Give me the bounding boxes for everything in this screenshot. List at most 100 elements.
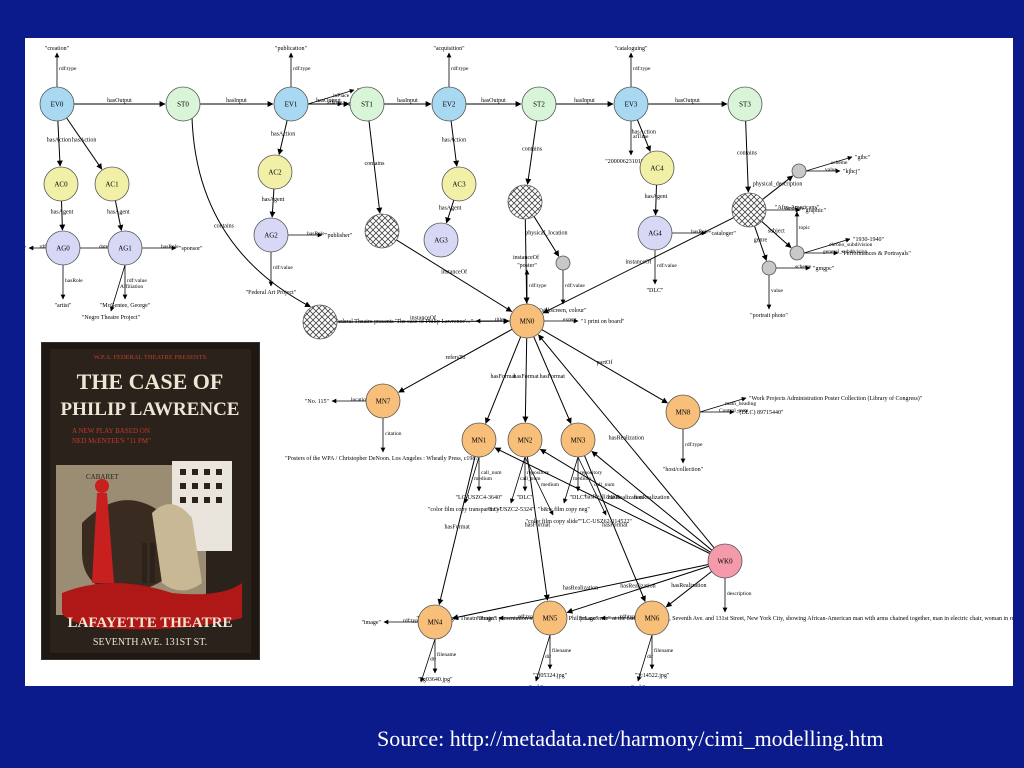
annotation-edge — [805, 155, 853, 172]
annotation-value: "Afro-Americans" — [775, 204, 820, 211]
node-mn4 — [417, 604, 453, 640]
node-h1 — [302, 304, 338, 340]
edge-label: hasAction — [47, 138, 71, 144]
node-h2 — [364, 213, 400, 249]
annotation-value: "image" — [361, 620, 381, 626]
annotation-value: "cph" — [529, 685, 543, 686]
node-wk0 — [707, 543, 743, 579]
edge-label: physical_location — [525, 230, 567, 236]
annotation-edge-label: filename — [552, 647, 572, 654]
node-label: AG4 — [648, 230, 662, 238]
node-label: MN8 — [676, 409, 691, 417]
node-label: AG2 — [264, 232, 278, 240]
annotation-value: "3f05324.jpg" — [533, 672, 568, 679]
edge-h4-g2 — [762, 175, 794, 200]
edge-label: partOf — [597, 359, 613, 366]
annotation-value: "artist" — [55, 303, 72, 309]
annotation-edge-label: repository — [580, 470, 603, 476]
annotation-edge — [109, 264, 126, 312]
node-label: MN4 — [428, 619, 443, 627]
annotation-edge-label: rdf:type — [403, 617, 421, 624]
node-label: MN3 — [571, 437, 586, 445]
edge-label: hasOutput — [107, 98, 132, 104]
edge-ev0-ac0 — [56, 120, 63, 167]
edge-label: hasAgent — [439, 206, 462, 212]
edge-label: hasRealization — [563, 585, 598, 591]
poster-sign: CABARET — [86, 473, 119, 481]
annotation-edge-label: rdf:value — [657, 262, 677, 269]
edge-h4-g3 — [761, 220, 792, 249]
edge-label: hasAgent — [107, 210, 130, 216]
edge-ac4-ag4 — [652, 184, 659, 216]
edge-label: subject — [768, 229, 785, 235]
node-mn3 — [560, 422, 596, 458]
annotation-value: "cataloguing" — [615, 46, 648, 52]
annotation-edge-label: hasRole — [161, 244, 179, 250]
edge-label: hasInput — [574, 98, 595, 104]
node-ac4 — [639, 150, 675, 186]
edge-label: hasInput — [226, 98, 247, 104]
edge-label: hasAction — [72, 138, 96, 144]
annotation-value: "Poster for Negro Theatre Project presen… — [416, 615, 1013, 622]
annotation-value: "creation" — [45, 46, 70, 52]
node-label: AG0 — [56, 245, 70, 253]
edge-label: instanceOf — [625, 258, 651, 265]
annotation-value: "Posters of the WPA / Christopher DeNoon… — [285, 455, 481, 462]
node-h3 — [507, 184, 543, 220]
annotation-value: "image" — [476, 616, 496, 622]
annotation-value: "1930-1940" — [853, 237, 884, 243]
annotation-edge-label: filename — [654, 647, 674, 654]
annotation-edge-label: value — [771, 288, 783, 294]
edge-wk0-mn0 — [538, 334, 715, 549]
node-g4 — [761, 260, 777, 276]
annotation-value: "WPA Federal Theatre presents 'The case … — [318, 318, 473, 325]
annotation-edge — [562, 456, 579, 504]
poster-subtitle: A NEW PLAY BASED ON — [72, 427, 150, 435]
edge-label: hasAction — [271, 132, 295, 138]
annotation-edge-label: rdf:type — [518, 613, 536, 620]
node-label: WK0 — [717, 558, 733, 566]
annotation-edge-label: rdf:type — [451, 65, 469, 72]
annotation-value: "color film copy slide" — [526, 518, 581, 525]
node-ev3 — [613, 86, 649, 122]
annotation-edge-label: scheme — [795, 264, 812, 270]
node-label: AG1 — [118, 245, 132, 253]
edge-h2-mn0 — [396, 239, 513, 312]
annotation-edge-label: dir — [545, 654, 551, 660]
annotation-edge-label: value — [825, 167, 837, 173]
annotation-edge — [463, 456, 480, 504]
node-mn2 — [507, 422, 543, 458]
node-mn0 — [509, 303, 545, 339]
edge-label: refersTo — [445, 354, 465, 361]
annotation-edge-label: citation — [385, 431, 402, 437]
edge-ev2-ac3 — [450, 120, 460, 167]
edge-ev0-ac1 — [66, 117, 103, 170]
annotation-edge-label: hasRole — [307, 231, 325, 237]
annotation-value: "LC-USZ62-114522" — [580, 519, 632, 525]
edge-mn0-mn3 — [533, 336, 572, 425]
node-ac2 — [257, 154, 293, 190]
annotation-edge-label: medium — [541, 482, 560, 488]
edge-wk0-mn2 — [539, 448, 711, 553]
node-label: AC3 — [452, 181, 466, 189]
annotation-edge-label: dir — [647, 654, 653, 660]
annotation-value: "DLC" — [517, 495, 534, 501]
annotation-edge-label: rdf:value — [273, 264, 293, 271]
node-h4 — [731, 192, 767, 228]
edge-wk0-mn5 — [566, 565, 709, 614]
annotation-value: "cph" — [631, 685, 645, 686]
edge-label: hasAgent — [645, 194, 668, 200]
annotation-edge — [524, 456, 554, 516]
node-ev2 — [431, 86, 467, 122]
annotation-edge-label: filename — [437, 651, 457, 658]
node-label: MN2 — [518, 437, 533, 445]
annotation-edge-label: title — [495, 317, 504, 323]
poster-footer-2: SEVENTH AVE. 131ST ST. — [93, 637, 207, 648]
edge-mn1-mn4 — [437, 456, 476, 606]
annotation-edge-label: hasRole — [65, 278, 83, 284]
annotation-value: "publication" — [275, 46, 307, 52]
node-st0 — [165, 86, 201, 122]
annotation-value: "sponsor" — [179, 246, 203, 252]
annotation-value: "LC-USZC2-5324" — [488, 507, 535, 513]
